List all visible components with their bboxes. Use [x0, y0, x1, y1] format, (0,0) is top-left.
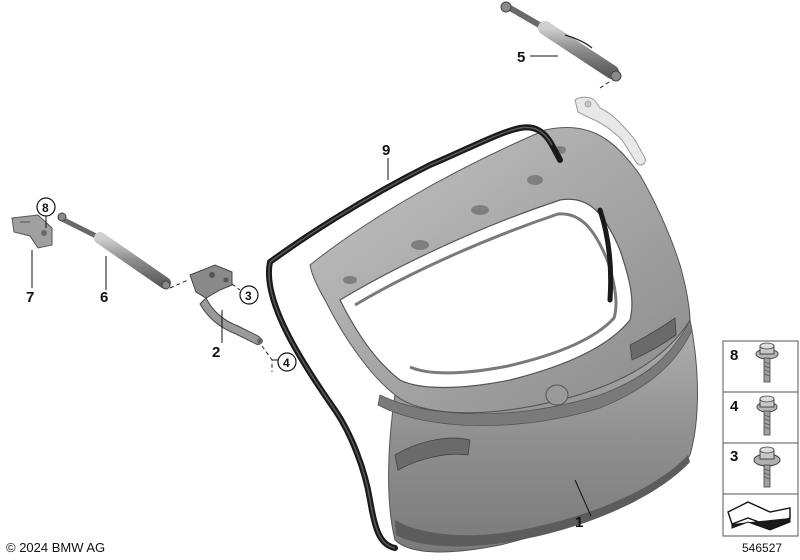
callout-7: 7 [26, 289, 34, 306]
callout-6: 6 [100, 289, 108, 306]
washer-bolt-icon [753, 446, 781, 488]
callout-8-circle [36, 197, 56, 217]
callout-2: 2 [212, 344, 220, 361]
legend-label-8: 8 [730, 347, 738, 364]
hex-bolt-icon [756, 395, 778, 436]
bracket-part [11, 214, 53, 249]
callout-4-circle [277, 352, 297, 372]
legend-label-4: 4 [730, 398, 739, 415]
callout-5: 5 [517, 49, 525, 66]
legend-label-3: 3 [730, 448, 738, 465]
callout-9: 9 [382, 142, 390, 159]
gas-strut-left-part [57, 212, 171, 290]
hinge-part [189, 264, 263, 345]
tailgate-part [309, 126, 698, 553]
folded-arrow-icon [727, 501, 791, 531]
flange-bolt-icon [755, 342, 779, 383]
callout-3: 3 [245, 289, 252, 303]
image-number: 546527 [742, 541, 783, 555]
callout-3-circle [239, 285, 259, 305]
gas-strut-upper-part [500, 1, 622, 82]
hinge-upper-ghost [574, 96, 646, 166]
leader-lines [31, 55, 592, 517]
callout-4: 4 [283, 356, 290, 370]
fastener-legend: 8 4 3 [722, 340, 799, 537]
copyright-text: © 2024 BMW AG [6, 540, 106, 555]
callout-1: 1 [575, 514, 583, 531]
callout-8: 8 [42, 201, 49, 215]
tailgate-seal-part [265, 124, 614, 551]
